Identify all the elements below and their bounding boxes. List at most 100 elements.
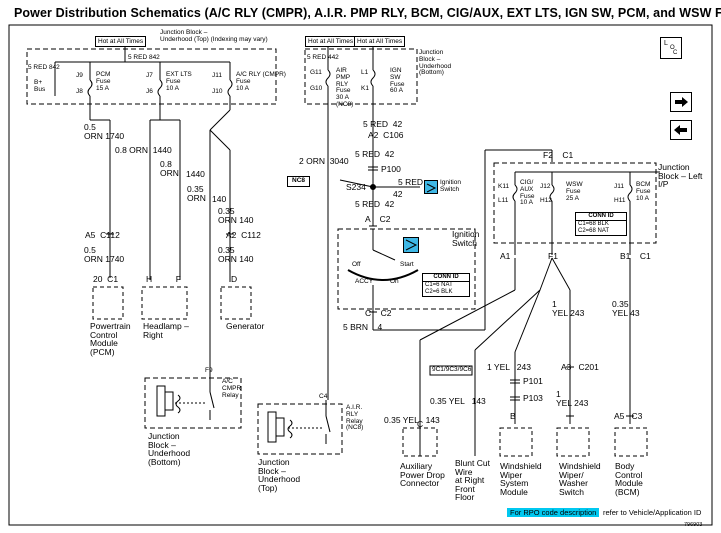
ext-lts-fuse: EXT LTS Fuse 10 A — [166, 71, 192, 92]
conn-id-row: C2=68 NAT — [578, 227, 610, 234]
wire-label: 5 RED 42 — [355, 149, 395, 159]
connector-label: A2 C112 — [226, 230, 261, 240]
wire-label: 0.35 YEL 143 — [430, 396, 486, 406]
aux-connector-pin: C — [417, 419, 424, 429]
conn-id-row: C1=68 BLK — [578, 220, 609, 227]
air-pmp-rly-fuse: AIR PMP RLY Fuse 30 A (NC8) — [336, 67, 354, 109]
previous-page-button[interactable] — [670, 120, 692, 140]
conn-id-header: CONN ID — [576, 213, 626, 221]
wiper-connector-pin: B — [510, 411, 516, 421]
jb-underhood-bottom-label: Junction Block – Underhood (Bottom) — [148, 431, 191, 467]
ignition-switch-tag-label: Ignition Switch — [440, 179, 461, 193]
connector-label: A5 C112 — [85, 230, 120, 240]
left-ip-conn-id-table: CONN ID C1=68 BLK C2=68 NAT — [575, 212, 627, 236]
locator-letter: O — [670, 45, 675, 51]
fuse-pin: L11 — [498, 197, 509, 204]
jb-underhood-top-label: Junction Block – Underhood (Top) — [258, 457, 301, 493]
fuse-pin: G10 — [310, 85, 323, 92]
hot-at-all-times-tag: Hot at All Times — [95, 36, 147, 47]
connector-label: A C2 — [365, 214, 391, 224]
locator-letter: C — [673, 50, 678, 56]
ign-sw-fuse: IGN SW Fuse 60 A — [390, 67, 405, 95]
rpo-description-link[interactable]: For RPO code description — [507, 508, 600, 517]
accy-position: ACCY — [355, 278, 374, 285]
fuse-pin: L1 — [361, 69, 369, 76]
wire-label: 0.35 ORN 140 — [218, 245, 254, 264]
fuse-pin: G11 — [310, 69, 322, 76]
wire-label: 0.35 ORN — [187, 184, 206, 203]
wiper-washer-switch-label: Windshield Wiper/ Washer Switch — [559, 461, 601, 497]
bcm-fuse: BCM Fuse 10 A — [636, 181, 651, 202]
rpo-tag: 9C1/9C3/9C6 — [432, 366, 472, 373]
locator-letter: L — [664, 40, 668, 47]
fuse-pin: H11 — [614, 197, 626, 204]
ignition-switch-title: Ignition Switch — [452, 229, 480, 248]
pcm-label: Powertrain Control Module (PCM) — [90, 321, 131, 357]
air-rly-relay-label: A.I.R. RLY Relay (NC8) — [346, 404, 364, 432]
hot-at-all-times-tag: Hot at All Times — [305, 36, 357, 47]
fuse-pin: H12 — [540, 197, 552, 204]
wire-label: 5 BRN 4 — [343, 322, 383, 332]
bcm-label: Body Control Module (BCM) — [615, 461, 643, 497]
connector-label: A1 — [500, 251, 511, 261]
wsw-fuse: WSW Fuse 25 A — [566, 181, 583, 202]
pcm-fuse: PCM Fuse 15 A — [96, 71, 111, 92]
wire-label: 1 YEL 243 — [552, 299, 585, 318]
fuse-pin: J7 — [146, 72, 153, 79]
start-position: Start — [400, 261, 414, 268]
diagram-id: 796903 — [684, 522, 703, 528]
headlamp-label: Headlamp – Right — [143, 321, 189, 340]
wiper-system-module-label: Windshield Wiper System Module — [500, 461, 542, 497]
connector-label: A2 C106 — [368, 130, 404, 140]
connector-label: A3 C201 — [561, 362, 599, 372]
fuse-pin: J11 — [212, 72, 222, 79]
relay-pin: C4 — [319, 393, 328, 400]
next-page-button[interactable] — [670, 92, 692, 112]
aux-power-drop-label: Auxiliary Power Drop Connector — [400, 461, 445, 488]
jb-underhood-bottom-title: Junction Block – Underhood (Bottom) — [419, 49, 452, 77]
fuse-pin: J8 — [76, 88, 83, 95]
wire-label: 0.8 ORN — [160, 159, 179, 178]
fuse-pin: J11 — [614, 183, 624, 190]
fuse-pin: K1 — [361, 85, 369, 92]
b-plus-bus: B+ Bus — [34, 79, 46, 93]
page-title: Power Distribution Schematics (A/C RLY (… — [14, 6, 721, 20]
wire-label: 1 YEL 243 — [487, 362, 531, 372]
cig-aux-fuse: CIG/ AUX Fuse 10 A — [520, 179, 535, 207]
off-position: Off — [352, 261, 361, 268]
jb-underhood-top-title: Junction Block – Underhood (Top) (Indexi… — [160, 29, 268, 43]
bus-feed-label-2: 5 RED 842 — [128, 54, 160, 61]
wire-label: 0.8 ORN 1440 — [115, 145, 172, 155]
wire-label: 5 RED 42 — [363, 119, 403, 129]
wire-label: 5 RED — [398, 177, 424, 187]
arrow-left-icon — [674, 125, 687, 135]
fuse-pin: K11 — [498, 183, 510, 190]
splice-pack-p103: P103 — [523, 393, 543, 403]
wire-label: 5 RED 42 — [355, 199, 395, 209]
fuse-pin: J9 — [76, 72, 83, 79]
wire-label: 140 — [212, 194, 227, 204]
connector-label: F2 C1 — [543, 150, 574, 160]
arrow-right-icon — [675, 97, 688, 107]
connector-label: F1 — [548, 251, 558, 261]
conn-id-row: C2=6 BLK — [425, 288, 453, 295]
ignition-conn-id-table: CONN ID C1=6 NAT C2=6 BLK — [422, 273, 470, 297]
fuse-pin: J6 — [146, 88, 153, 95]
wire-label: 1 YEL 243 — [556, 389, 589, 408]
wire-label: 2 ORN 3040 — [299, 156, 349, 166]
wire-label: 0.35 YEL 43 — [612, 299, 640, 318]
ignition-switch-icon — [424, 180, 438, 194]
generator-connector: D — [231, 274, 238, 284]
wire-label: 42 — [393, 189, 403, 199]
wire-label: 0.5 ORN 1740 — [84, 122, 125, 141]
conn-id-header: CONN ID — [423, 274, 469, 282]
relay-pin: F9 — [205, 367, 213, 374]
feed-label: 5 RED 442 — [307, 54, 339, 61]
wire-label: 1440 — [186, 169, 205, 179]
blunt-cut-wire-label: Blunt Cut Wire at Right Front Floor — [455, 458, 490, 502]
splice-pack-p100: P100 — [381, 164, 401, 174]
connector-label: C C2 — [365, 308, 392, 318]
locator-icon[interactable]: L O C — [660, 37, 682, 59]
ignition-switch-icon — [403, 237, 419, 253]
nc8-tag: NC8 — [287, 176, 311, 187]
